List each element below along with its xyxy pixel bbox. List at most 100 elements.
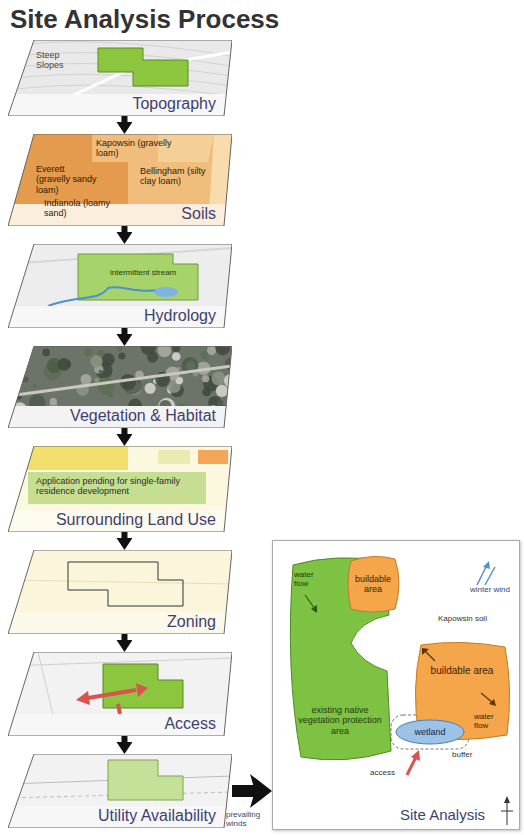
flow-arrow [121, 226, 127, 238]
tree-canopy [58, 358, 71, 371]
site-analysis-panel: Site Analysis existing native vegetation … [272, 540, 520, 830]
access-arrow [407, 757, 416, 775]
layer-art [8, 550, 232, 634]
flow-arrow [121, 634, 127, 646]
map-annotation: buffer [452, 750, 484, 759]
map-ground [8, 550, 232, 634]
tree-canopy [50, 398, 57, 405]
layer-art [8, 134, 232, 226]
panel-title: Site Analysis [400, 806, 485, 823]
north-arrowhead [504, 796, 510, 803]
map-annotation: water flow [474, 712, 508, 730]
road-line [8, 366, 232, 396]
parcel-outline [68, 562, 183, 606]
map-layer-card: Utility Availability [8, 754, 232, 828]
map-annotation: Application pending for single-family re… [36, 476, 192, 497]
diagram-title: Site Analysis Process [10, 4, 279, 35]
wind-arrow [477, 565, 487, 585]
label-band [8, 306, 232, 328]
tree-canopy [200, 351, 208, 359]
area-label: existing native vegetation protection ar… [297, 705, 383, 736]
map-layer-card: Zoning [8, 550, 232, 634]
map-ground [8, 652, 232, 736]
wind-arrowhead [483, 561, 490, 569]
label-band [8, 204, 232, 226]
tree-canopy [90, 355, 102, 367]
flow-arrow [121, 736, 127, 748]
layer-art [8, 754, 232, 828]
access-arrow [118, 704, 120, 714]
map-annotation: intermittent stream [110, 268, 202, 277]
label-band [8, 612, 232, 634]
parcel-shape [103, 664, 183, 708]
map-ground [8, 134, 232, 226]
flow-arrow [121, 328, 127, 340]
tree-canopy [141, 346, 156, 355]
tree-canopy [32, 384, 36, 388]
flow-arrow [425, 651, 435, 661]
access-arrowhead [76, 691, 90, 705]
tree-canopy [158, 346, 172, 357]
tree-canopy [42, 348, 50, 356]
label-band [8, 94, 232, 116]
label-band [8, 714, 232, 736]
map-ground [8, 40, 232, 116]
layer-label: Access [164, 715, 216, 733]
tree-canopy [118, 353, 125, 360]
card-outline [8, 652, 232, 736]
buildable-shape [348, 556, 399, 612]
wetland-shape [154, 287, 178, 297]
wetland-area: wetland [395, 719, 465, 745]
card-outline [8, 134, 232, 226]
stream-line [48, 287, 158, 306]
layer-label: Surrounding Land Use [56, 511, 216, 529]
area-label: buildable area [349, 574, 397, 595]
layer-art [8, 652, 232, 736]
tree-canopy [172, 352, 181, 361]
map-ground [8, 244, 232, 328]
access-arrowhead [411, 750, 420, 761]
flow-arrowhead [489, 699, 496, 706]
map-ground [8, 346, 232, 428]
flow-arrowhead [422, 648, 429, 655]
tree-canopy [215, 346, 230, 355]
tree-canopy [212, 372, 226, 386]
flow-arrow [481, 693, 493, 703]
access-arrowhead [136, 683, 148, 697]
label-band [8, 510, 232, 532]
tree-canopy [145, 383, 156, 394]
flow-arrow [232, 785, 262, 797]
map-layer-card: Vegetation & Habitat [8, 346, 232, 428]
layer-art [8, 244, 232, 328]
flow-arrow [121, 428, 127, 440]
access-arrow [88, 690, 136, 698]
map-annotation: Kapowsin soil [438, 614, 500, 623]
tree-canopy [216, 385, 228, 397]
parcel-shape [108, 760, 183, 800]
map-annotation: prevailing winds [226, 810, 270, 828]
map-annotation: Indianola (loamy sand) [44, 198, 116, 219]
zone-boundary [8, 580, 232, 584]
tree-canopy [172, 346, 180, 352]
layer-art [8, 40, 232, 116]
layer-label: Topography [132, 95, 216, 113]
tree-canopy [19, 346, 32, 352]
north-arrow [501, 811, 513, 812]
card-outline [8, 244, 232, 328]
layer-label: Hydrology [144, 307, 216, 325]
map-annotation: Kapowsin (gravelly loam) [96, 138, 176, 159]
map-annotation: access [370, 768, 402, 777]
tree-canopy [207, 346, 216, 355]
land-use-zone [158, 450, 190, 464]
tree-canopy [23, 352, 28, 357]
tree-canopy [117, 346, 123, 351]
land-use-zone [28, 472, 206, 504]
map-annotation: water flow [294, 570, 326, 588]
land-use-zone [198, 450, 228, 464]
map-annotation: winter wind [470, 585, 514, 594]
area-label: buildable area [431, 665, 494, 677]
card-outline [8, 446, 232, 532]
area-label: wetland [414, 727, 445, 737]
tree-canopy [80, 374, 91, 385]
map-layer-card: Hydrology [8, 244, 232, 328]
